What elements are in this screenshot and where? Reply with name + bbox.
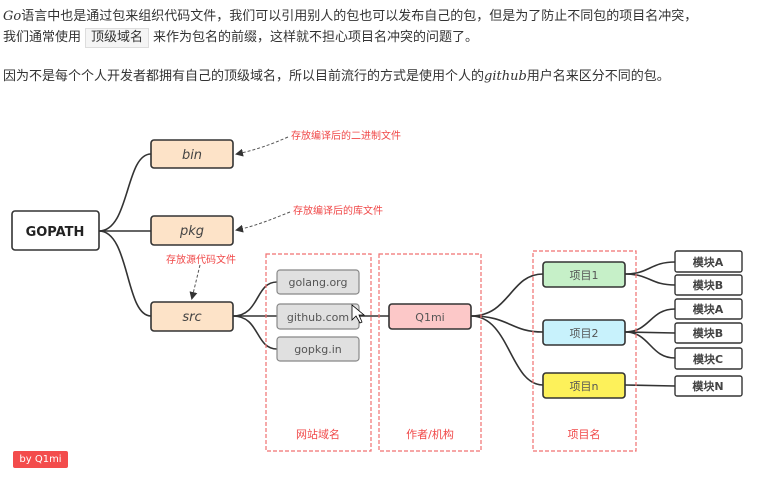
text: 我们通常使用 <box>3 30 82 45</box>
domain-label: golang.org <box>288 276 347 289</box>
author-label: Q1mi <box>415 311 444 324</box>
module-node <box>674 322 743 344</box>
go-term: Go <box>3 9 22 24</box>
domain-node <box>276 336 360 362</box>
author-badge: by Q1mi <box>13 451 68 468</box>
pkg-node <box>150 215 234 246</box>
note-src: 存放源代码文件 <box>166 253 236 266</box>
text: 因为不是每个个人开发者都拥有自己的顶级域名，所以目前流行的方式是使用个人的 <box>3 69 485 84</box>
github-term: github <box>484 69 527 84</box>
mouse-cursor-icon <box>351 304 366 324</box>
group-label-domain: 网站域名 <box>296 427 340 441</box>
paragraph-3: 因为不是每个个人开发者都拥有自己的顶级域名，所以目前流行的方式是使用个人的git… <box>3 67 670 87</box>
paragraph-2: 我们通常使用顶级域名来作为包名的前缀，这样就不担心项目名冲突的问题了。 <box>3 28 478 48</box>
group-frames <box>265 250 637 452</box>
pkg-label: pkg <box>179 224 204 239</box>
inline-code: 顶级域名 <box>85 28 150 48</box>
note-arrows <box>189 136 291 300</box>
src-node <box>150 301 234 332</box>
project-label: 项目1 <box>570 269 599 282</box>
module-label: 模块B <box>693 278 723 292</box>
module-node <box>674 347 743 370</box>
module-node <box>674 274 743 296</box>
note-bin: 存放编译后的二进制文件 <box>291 129 401 142</box>
text: 用户名来区分不同的包。 <box>526 69 670 84</box>
gopath-label: GOPATH <box>26 225 85 240</box>
author-node <box>388 303 472 330</box>
module-label: 模块C <box>693 352 723 366</box>
src-label: src <box>182 310 201 325</box>
paragraph-1: Go语言中也是通过包来组织代码文件，我们可以引用别人的包也可以发布自己的包，但是… <box>3 7 697 27</box>
module-label: 模块A <box>693 302 724 316</box>
project-node <box>542 319 626 346</box>
module-label: 模块A <box>693 255 724 269</box>
bin-node <box>150 139 234 169</box>
domain-node <box>276 269 360 295</box>
project-label: 项目2 <box>570 327 599 340</box>
domain-label: github.com <box>287 311 349 324</box>
text: 来作为包名的前缀，这样就不担心项目名冲突的问题了。 <box>153 30 479 45</box>
project-label: 项目n <box>570 380 599 393</box>
module-node <box>674 298 743 320</box>
text: 语言中也是通过包来组织代码文件，我们可以引用别人的包也可以发布自己的包，但是为了… <box>21 9 698 24</box>
gopath-node <box>11 210 100 251</box>
module-node <box>674 375 743 397</box>
note-pkg: 存放编译后的库文件 <box>293 204 383 217</box>
module-label: 模块B <box>693 326 723 340</box>
domain-label: gopkg.in <box>294 343 342 356</box>
project-node <box>542 261 626 288</box>
bin-label: bin <box>182 148 202 163</box>
module-label: 模块N <box>692 379 723 393</box>
module-node <box>674 250 743 273</box>
project-node <box>542 372 626 399</box>
group-label-project: 项目名 <box>568 427 601 441</box>
group-label-author: 作者/机构 <box>406 427 454 441</box>
